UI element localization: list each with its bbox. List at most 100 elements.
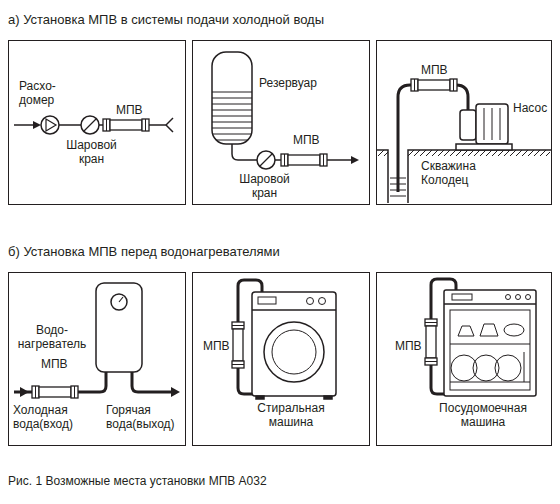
reservoir [212,52,359,169]
pipeline-1 [166,118,173,125]
pipeline-1 [14,124,34,126]
part-label: Расхо- домер [19,79,67,108]
well-pump [476,104,508,144]
dishwasher [450,382,530,383]
illustration [281,154,327,166]
well-pump [484,108,485,140]
part-label: Горячая вода(выход) [106,403,182,432]
dishwasher [506,295,511,300]
install-panel: МПВ НасосСкважина Колодец [376,40,552,205]
reservoir [260,154,272,166]
part-label: Резервуар [259,76,317,90]
washing-machine [238,280,336,399]
section-heading: а) Установка МПВ в системы подачи холодн… [8,12,324,28]
section-heading: б) Установка МПВ перед водонагревателями [8,244,280,260]
install-panel: РезервуарМПВ Шаровой кран [192,40,370,205]
reservoir [327,159,352,161]
dishwasher [516,295,521,300]
dishwasher [444,303,536,305]
reservoir [212,116,252,117]
part-label: МПВ [421,63,448,77]
well-pump [377,85,551,203]
dishwasher [524,352,525,382]
dishwasher [458,326,474,336]
washing-machine [324,396,332,399]
washing-machine [264,322,324,382]
dishwasher [495,355,521,381]
dishwasher [526,295,531,300]
figure-caption: Рис. 1 Возможные места установки МПВ А03… [8,474,267,488]
part-label: Водо- нагреватель [11,323,93,352]
washing-machine [258,297,276,304]
reservoir [212,140,252,141]
dishwasher [450,310,530,390]
install-panel: Водо- нагревательМПВ Холодная вода(вход) Г… [8,272,186,446]
well-pump [378,150,388,156]
well-pump [408,150,550,156]
washing-machine [272,330,316,374]
reservoir [212,134,252,135]
dishwasher [504,324,524,336]
part-label: Насос [513,101,547,115]
part-label: МПВ [395,339,422,353]
illustration [411,79,457,91]
part-label: Скважина Колодец [421,159,485,188]
water-heater [20,387,29,397]
part-label: Шаровой кран [237,172,292,201]
reservoir [212,128,252,129]
part-label: МПВ [116,103,143,117]
reservoir [275,159,281,161]
washing-machine [256,396,264,399]
part-label: Шаровой кран [64,138,119,167]
reservoir [351,156,359,164]
pipeline-1 [41,116,59,134]
part-label: МПВ [293,133,320,147]
illustration [425,319,437,365]
part-label: МПВ [41,357,68,371]
dishwasher [444,290,536,396]
washing-machine [319,298,326,305]
water-heater [171,387,180,397]
pipeline-1 [46,119,56,131]
pipeline-1 [14,116,173,134]
part-label: МПВ [203,339,230,353]
washing-machine [252,309,336,311]
reservoir [212,110,252,111]
washing-machine [307,298,314,305]
washing-machine [252,292,336,396]
pipeline-1 [59,124,81,126]
install-panel: МПВ Стиральная машина [192,272,370,446]
water-heater [119,297,123,302]
water-heater [96,283,142,372]
pipeline-1 [81,116,99,134]
well-pump [390,196,406,197]
reservoir [212,122,252,123]
dishwasher [452,294,472,300]
reservoir [212,52,252,144]
reservoir [212,92,252,93]
well-pump [500,108,501,140]
pipeline-1 [84,119,96,131]
part-label: Посудомоечная машина [431,401,535,430]
reservoir [257,151,275,169]
illustration [232,322,244,368]
reservoir [212,104,252,105]
well-pump [408,150,551,203]
install-panel: Расхо- домерМПВ Шаровой кран [8,40,186,205]
install-panel: МПВ Посудомоечная машина [376,272,552,446]
water-heater [111,294,127,310]
illustration [103,119,149,131]
reservoir [212,98,252,99]
pipeline-1 [149,124,166,126]
part-label: Холодная вода(вход) [13,403,81,432]
dishwasher [431,279,536,396]
well-pump [460,110,476,140]
water-heater [132,372,172,392]
well-pump [456,144,512,150]
reservoir [232,144,257,160]
part-label: Стиральная машина [251,401,331,430]
well-pump [377,150,388,203]
pipeline-1 [166,125,173,132]
reservoir [212,92,252,140]
